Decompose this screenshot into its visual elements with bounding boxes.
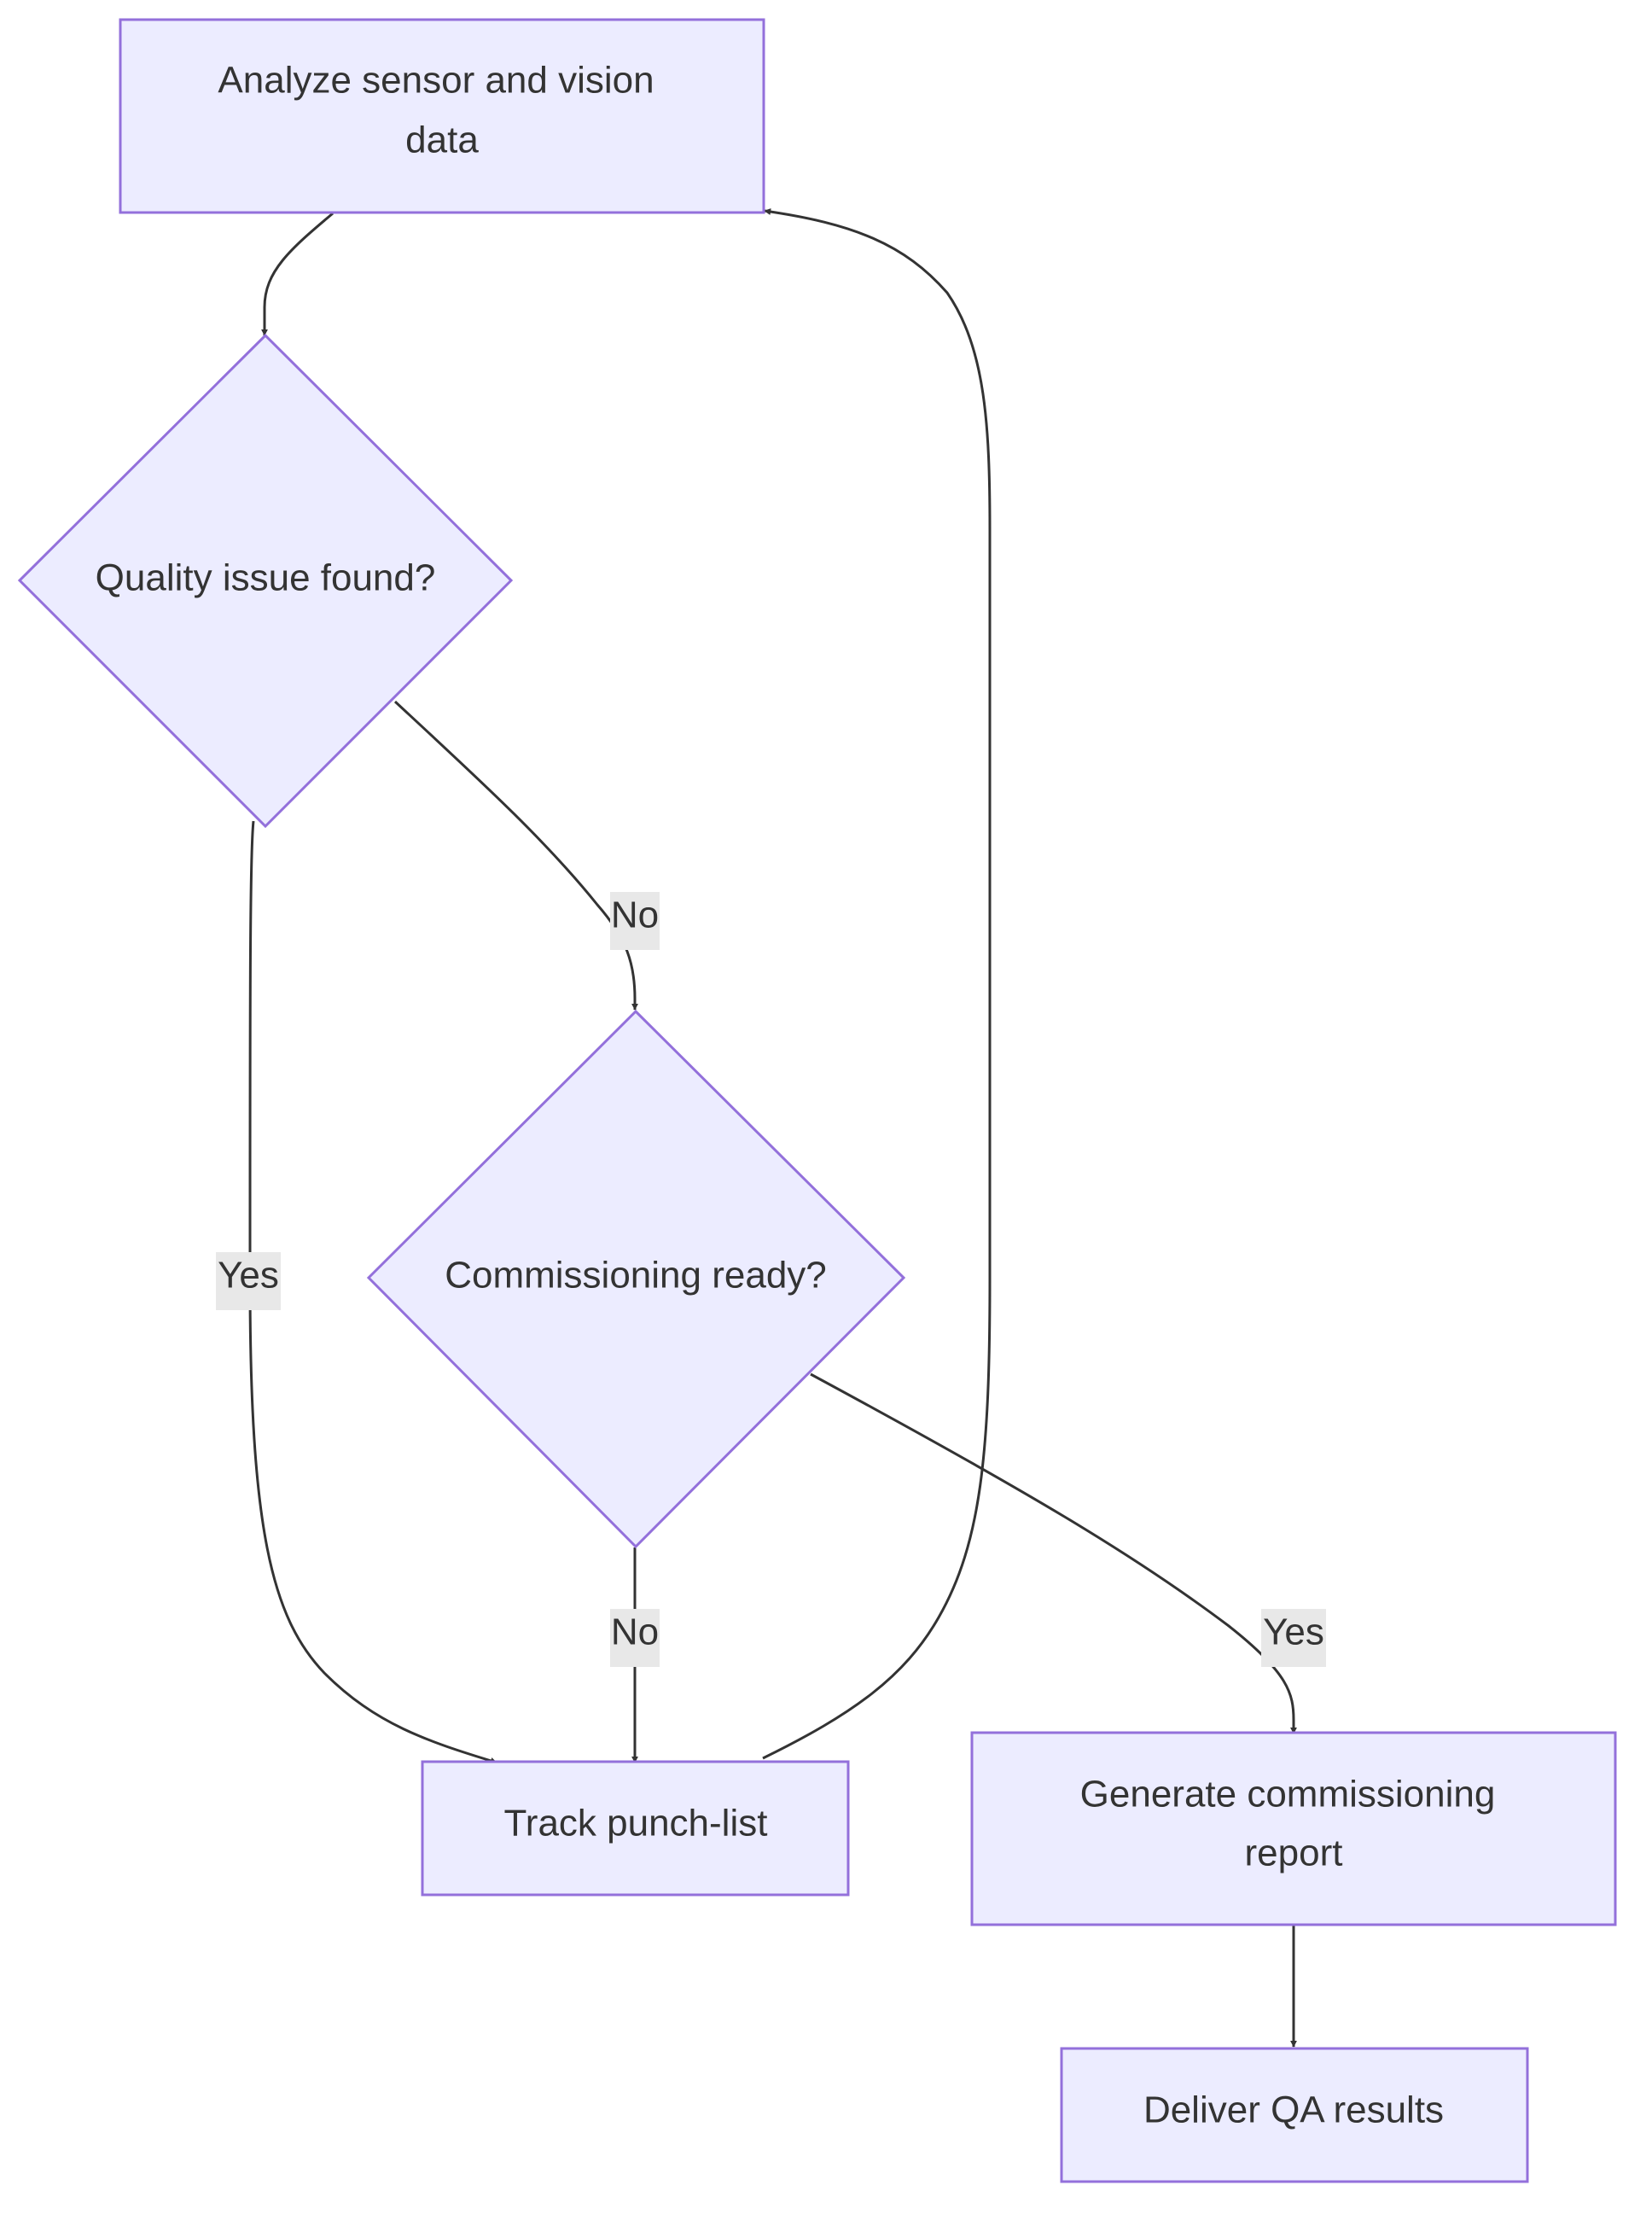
edge-label-commissioning-no-text: No bbox=[611, 1611, 659, 1653]
edge-analyze-to-quality bbox=[261, 212, 334, 336]
node-report: Generate commissioning report bbox=[970, 1731, 1617, 1926]
edge-label-commissioning-no: No bbox=[610, 1609, 660, 1667]
edge-commissioning-yes-to-report bbox=[810, 1372, 1297, 1734]
node-analyze: Analyze sensor and vision data bbox=[119, 18, 765, 214]
node-deliver-box bbox=[1060, 2047, 1529, 2183]
edge-label-commissioning-yes: Yes bbox=[1261, 1609, 1326, 1667]
node-punch-list: Track punch-list bbox=[421, 1760, 850, 1897]
edge-quality-yes-to-punch bbox=[248, 820, 497, 1764]
node-commissioning-label: Commissioning ready? bbox=[445, 1255, 827, 1297]
edge-label-commissioning-yes-bg bbox=[1261, 1609, 1326, 1667]
node-punch-box bbox=[421, 1760, 850, 1897]
edge-label-commissioning-yes-text: Yes bbox=[1263, 1611, 1324, 1653]
edge-quality-no-to-commissioning bbox=[393, 700, 638, 1011]
node-quality-decision: Quality issue found? bbox=[17, 333, 514, 829]
node-quality-label: Quality issue found? bbox=[96, 557, 436, 599]
node-report-label-line2: report bbox=[1245, 1833, 1343, 1874]
node-quality-diamond bbox=[17, 333, 514, 829]
node-analyze-label-line1: Analyze sensor and vision bbox=[218, 60, 654, 102]
edge-label-quality-no-bg bbox=[610, 892, 660, 950]
node-report-label-line1: Generate commissioning bbox=[1080, 1774, 1496, 1815]
node-report-box bbox=[970, 1731, 1617, 1926]
edge-punch-to-analyze bbox=[762, 208, 992, 1760]
edge-label-quality-yes-text: Yes bbox=[218, 1255, 279, 1297]
edge-label-quality-no-text: No bbox=[611, 894, 659, 936]
edge-label-quality-yes: Yes bbox=[216, 1252, 281, 1310]
edge-label-commissioning-no-bg bbox=[610, 1609, 660, 1667]
node-deliver: Deliver QA results bbox=[1060, 2047, 1529, 2183]
node-commissioning-diamond bbox=[366, 1009, 906, 1549]
node-commissioning-decision: Commissioning ready? bbox=[366, 1009, 906, 1549]
edge-label-quality-no: No bbox=[610, 892, 660, 950]
node-punch-label: Track punch-list bbox=[504, 1803, 768, 1844]
node-analyze-box bbox=[119, 18, 765, 214]
node-analyze-label-line2: data bbox=[405, 119, 479, 161]
edge-label-quality-yes-bg bbox=[216, 1252, 281, 1310]
node-deliver-label: Deliver QA results bbox=[1143, 2089, 1444, 2131]
